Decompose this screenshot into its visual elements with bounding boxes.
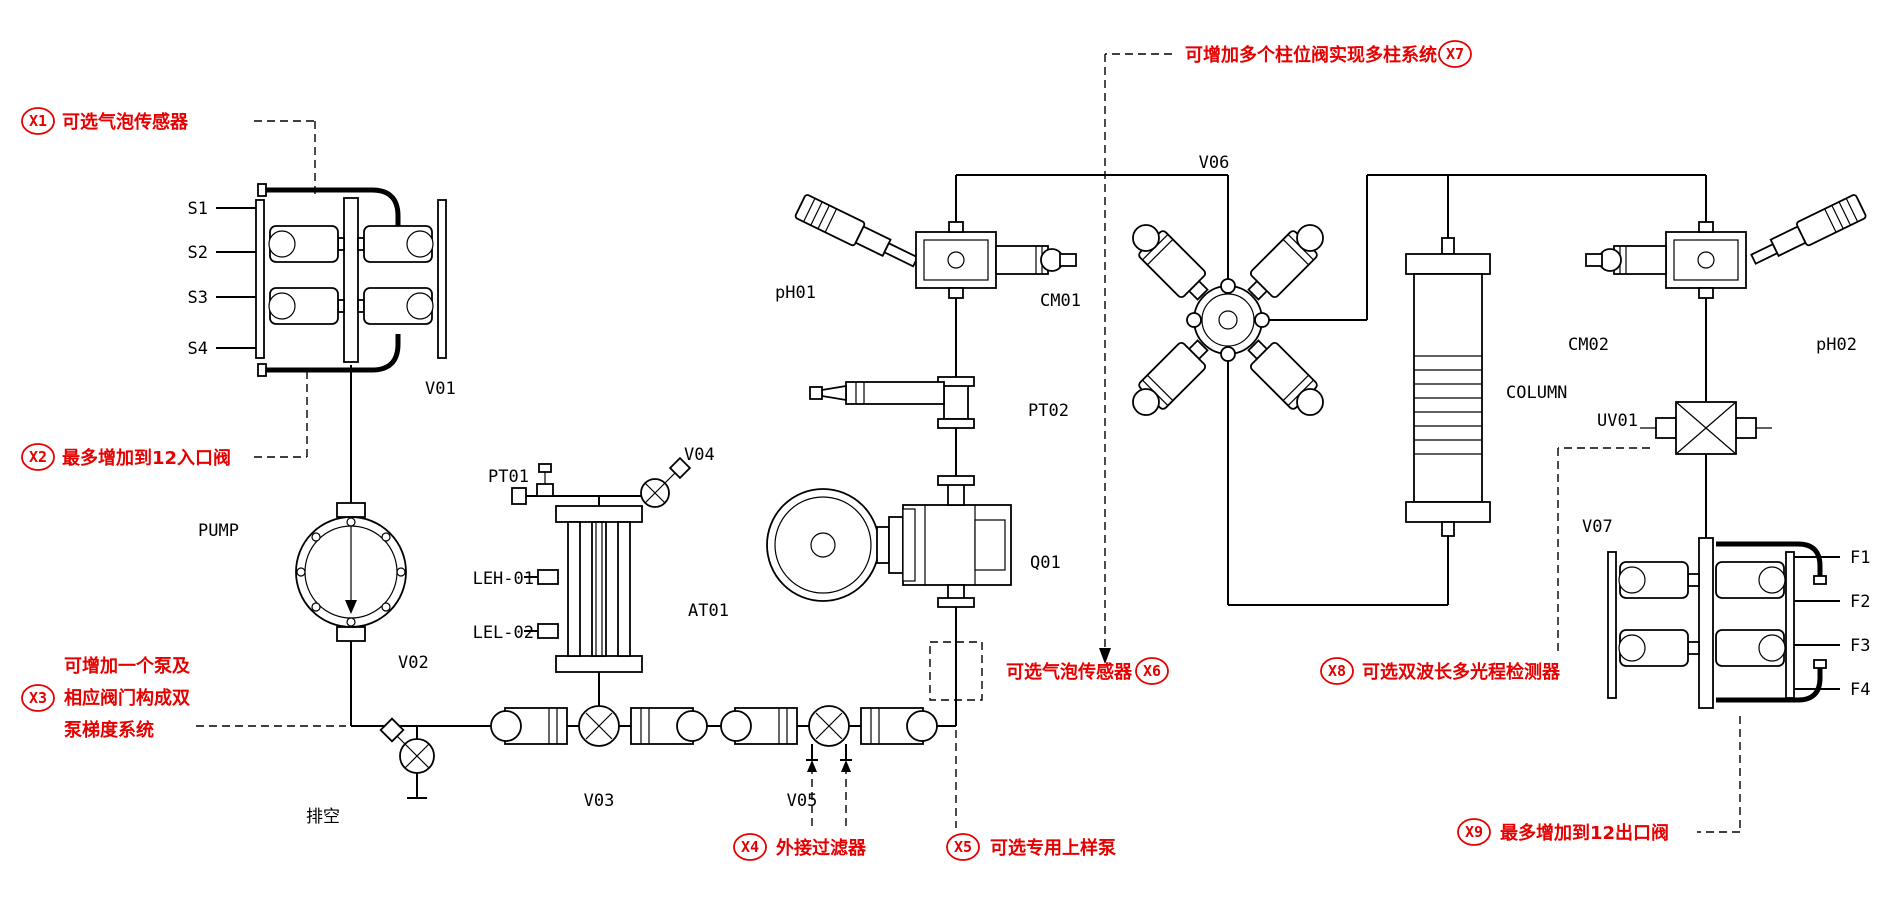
inlet-label-s1: S1 <box>188 199 208 219</box>
uv01-label: UV01 <box>1597 411 1638 431</box>
pt01-label: PT01 <box>488 467 529 487</box>
pt02-label: PT02 <box>1028 401 1069 421</box>
annotation-x1: X1 可选气泡传感器 <box>21 107 189 135</box>
v01-inlet-valve-assembly <box>255 183 447 377</box>
outlet-label-f1: F1 <box>1850 548 1870 568</box>
v06-label: V06 <box>1199 153 1230 173</box>
annotation-x6: 可选气泡传感器 X6 <box>1006 657 1169 685</box>
x6-note: 可选气泡传感器 <box>1006 661 1133 683</box>
column-label: COLUMN <box>1506 383 1567 403</box>
pt02-sensor <box>809 376 975 429</box>
ph01-probe <box>794 194 919 268</box>
x3-note-line1: 可增加一个泵及 <box>64 655 191 677</box>
drain-label: 排空 <box>306 807 340 827</box>
x5-note: 可选专用上样泵 <box>990 837 1116 859</box>
v01-label: V01 <box>425 379 456 399</box>
annotation-x2: X2 最多增加到12入口阀 <box>21 443 231 471</box>
v03-label: V03 <box>584 791 615 811</box>
x1-badge: X1 <box>29 112 47 130</box>
cm01-monitor <box>915 221 1077 299</box>
x2-note: 最多增加到12入口阀 <box>62 447 231 469</box>
x3-badge: X3 <box>29 689 47 707</box>
v04-purge-valve <box>640 456 692 508</box>
annotation-x8: X8 可选双波长多光程检测器 <box>1320 657 1561 685</box>
lel02-label: LEL-02 <box>473 623 534 643</box>
x7-badge: X7 <box>1446 45 1464 63</box>
at01-label: AT01 <box>688 601 729 621</box>
outlet-label-f3: F3 <box>1850 636 1870 656</box>
v02-drain-valve <box>379 717 435 774</box>
x2-badge: X2 <box>29 448 47 466</box>
v04-label: V04 <box>684 445 715 465</box>
annotation-x7: 可增加多个柱位阀实现多柱系统 X7 <box>1185 40 1472 68</box>
v06-column-valve <box>1132 224 1324 416</box>
v05-valve <box>720 705 938 747</box>
cm02-monitor <box>1585 221 1747 299</box>
x5-badge: X5 <box>954 838 972 856</box>
v03-valve <box>490 705 708 747</box>
annotation-x4: X4 外接过滤器 <box>733 833 867 861</box>
x6-sensor-zone-box <box>929 641 983 701</box>
x7-note: 可增加多个柱位阀实现多柱系统 <box>1185 44 1437 66</box>
inlet-label-s2: S2 <box>188 243 208 263</box>
x4-note: 外接过滤器 <box>776 837 867 859</box>
annotation-leaders <box>196 53 1741 833</box>
v02-label: V02 <box>398 653 429 673</box>
uv01-detector <box>1640 401 1772 455</box>
x6-badge: X6 <box>1143 662 1161 680</box>
x1-note: 可选气泡传感器 <box>62 111 189 133</box>
at01-assembly <box>524 505 643 673</box>
x9-badge: X9 <box>1465 823 1483 841</box>
x8-badge: X8 <box>1328 662 1346 680</box>
v07-outlet-valve-assembly <box>1607 537 1827 709</box>
inlet-label-s3: S3 <box>188 288 208 308</box>
separation-column <box>1405 237 1491 537</box>
ph02-probe <box>1750 194 1867 265</box>
x4-badge: X4 <box>741 838 759 856</box>
ph02-label: pH02 <box>1816 335 1857 355</box>
component-labels: S1 S2 S3 S4 V01 PUMP V02 排空 PT01 V04 LEH… <box>188 153 1871 827</box>
v05-label: V05 <box>787 791 818 811</box>
outlet-label-f4: F4 <box>1850 680 1870 700</box>
pump-label: PUMP <box>198 521 239 541</box>
x9-note: 最多增加到12出口阀 <box>1500 822 1669 844</box>
x3-note-line2: 相应阀门构成双 <box>64 687 190 709</box>
cm01-label: CM01 <box>1040 291 1081 311</box>
q01-pump <box>766 475 1012 608</box>
leh01-label: LEH-01 <box>473 569 534 589</box>
annotation-x9: X9 最多增加到12出口阀 <box>1457 818 1669 846</box>
v07-label: V07 <box>1582 517 1613 537</box>
cm02-label: CM02 <box>1568 335 1609 355</box>
pump-head <box>295 502 407 642</box>
outlet-label-f2: F2 <box>1850 592 1870 612</box>
pt01-sensor <box>511 463 554 505</box>
inlet-label-s4: S4 <box>188 339 208 359</box>
x8-note: 可选双波长多光程检测器 <box>1362 661 1561 683</box>
q01-label: Q01 <box>1030 553 1061 573</box>
ph01-label: pH01 <box>775 283 816 303</box>
x3-note-line3: 泵梯度系统 <box>64 719 154 741</box>
annotation-x5: X5 可选专用上样泵 <box>946 833 1116 861</box>
annotation-x3: 可增加一个泵及 X3 相应阀门构成双 泵梯度系统 <box>21 655 191 741</box>
